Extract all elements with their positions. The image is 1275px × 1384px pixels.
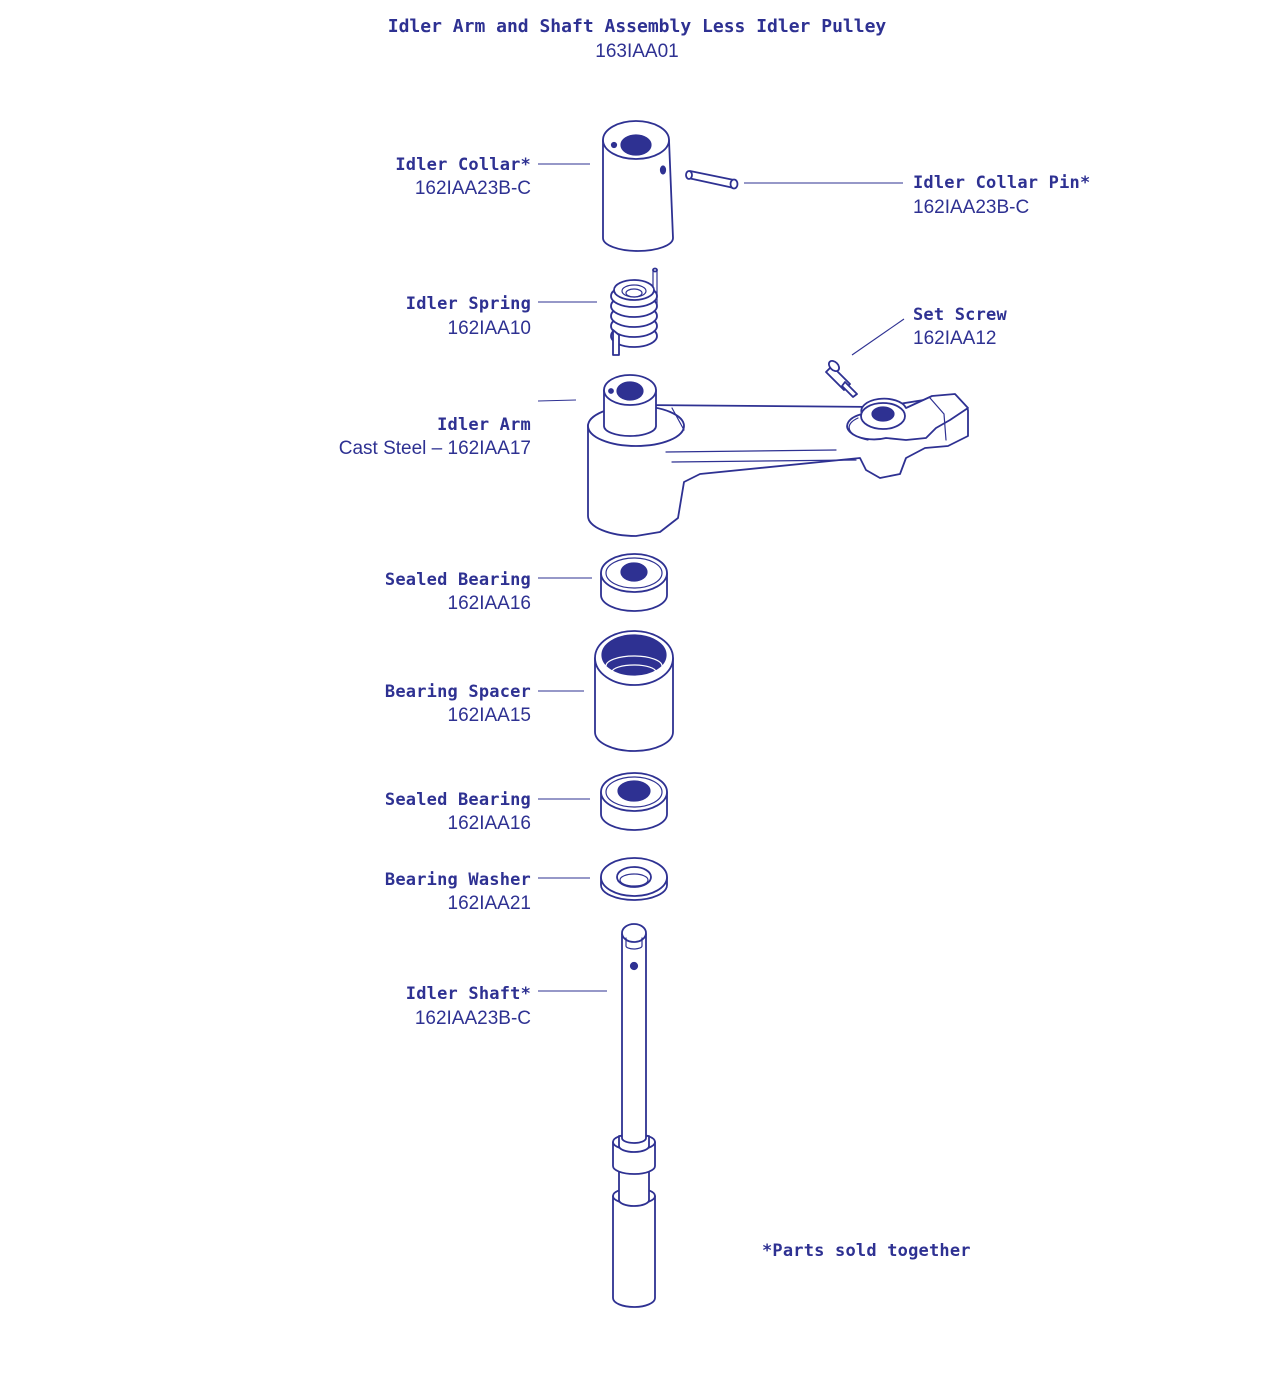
idler-collar-name: Idler Collar* [395, 155, 531, 175]
idler-shaft-number: 162IAA23B-C [415, 1008, 531, 1029]
idler-collar-number: 162IAA23B-C [415, 178, 531, 199]
set-screw-number: 162IAA12 [913, 328, 996, 349]
idler-collar-drawing [602, 120, 674, 252]
assembly-number: 163IAA01 [595, 41, 678, 62]
parts-sold-together-footnote: *Parts sold together [762, 1241, 971, 1261]
idler-collar-pin-name: Idler Collar Pin* [913, 173, 1090, 193]
idler-spring-name: Idler Spring [406, 294, 531, 314]
sealed-bearing-bottom-drawing [600, 772, 668, 831]
idler-arm-name: Idler Arm [437, 415, 531, 435]
diagram-title: Idler Arm and Shaft Assembly Less Idler … [388, 16, 887, 37]
bearing-spacer-number: 162IAA15 [448, 705, 531, 726]
idler-collar-pin-drawing [685, 170, 739, 190]
sealed-bearing-bottom-name: Sealed Bearing [385, 790, 531, 810]
sealed-bearing-bottom-number: 162IAA16 [448, 813, 531, 834]
idler-shaft-drawing [612, 923, 656, 1308]
idler-arm-drawing [587, 374, 969, 537]
bearing-washer-name: Bearing Washer [385, 870, 531, 890]
bearing-washer-number: 162IAA21 [448, 893, 531, 914]
set-screw-drawing [825, 360, 858, 398]
idler-shaft-name: Idler Shaft* [406, 984, 531, 1004]
idler-collar-pin-number: 162IAA23B-C [913, 197, 1029, 218]
bearing-washer-drawing [600, 857, 668, 901]
bearing-spacer-name: Bearing Spacer [385, 682, 531, 702]
idler-spring-number: 162IAA10 [448, 318, 531, 339]
sealed-bearing-top-drawing [600, 553, 668, 612]
set-screw-leader [851, 318, 905, 356]
set-screw-name: Set Screw [913, 305, 1007, 325]
sealed-bearing-top-name: Sealed Bearing [385, 570, 531, 590]
bearing-spacer-drawing [594, 630, 674, 752]
sealed-bearing-top-number: 162IAA16 [448, 593, 531, 614]
idler-spring-drawing [610, 267, 658, 356]
idler-arm-leader [537, 399, 577, 402]
idler-arm-number: Cast Steel – 162IAA17 [339, 438, 531, 459]
